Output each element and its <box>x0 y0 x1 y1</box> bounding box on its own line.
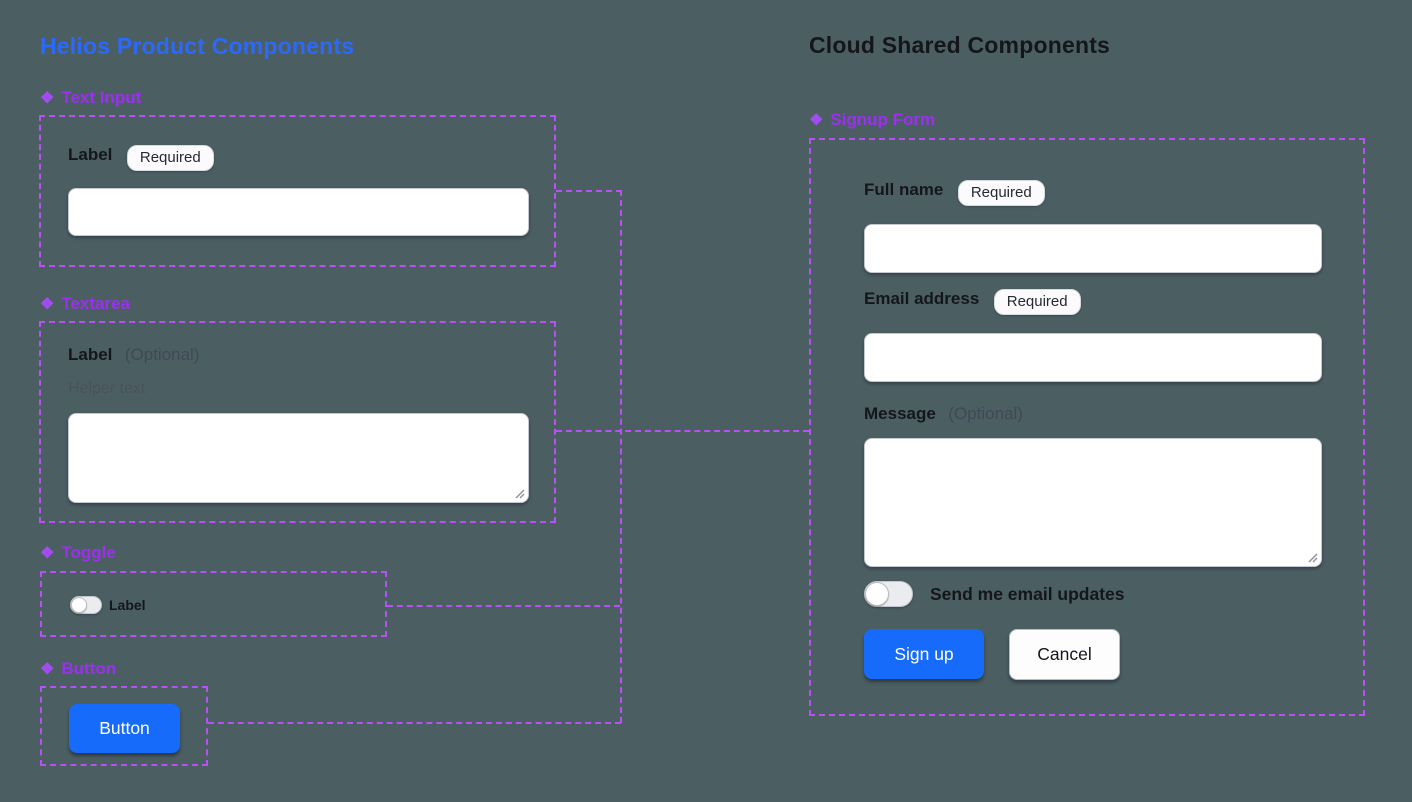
textarea-component-outline: Label (Optional) Helper text <box>39 321 556 523</box>
required-badge: Required <box>957 180 1045 206</box>
component-label-text: Textarea <box>61 294 131 313</box>
component-label-text-input[interactable]: ❖ Text Input <box>40 88 141 108</box>
textarea-field[interactable] <box>68 413 529 503</box>
component-label-text: Signup Form <box>830 110 936 129</box>
connector-button <box>208 722 621 724</box>
component-icon: ❖ <box>40 296 55 313</box>
button-component-outline: Button <box>40 686 208 766</box>
optional-hint: (Optional) <box>948 404 1023 423</box>
helper-text: Helper text <box>68 380 146 397</box>
text-input-component-outline: Label Required <box>39 115 556 267</box>
text-input-label: Label <box>68 145 113 164</box>
textarea-label: Label <box>68 345 113 364</box>
toggle-knob <box>71 597 87 613</box>
email-input[interactable] <box>864 333 1322 382</box>
signup-form-outline: Full name Required Email address Require… <box>809 138 1365 716</box>
message-label: Message <box>864 404 936 423</box>
component-label-text: Text Input <box>61 88 142 107</box>
component-label-toggle[interactable]: ❖ Toggle <box>40 543 116 563</box>
right-section-title: Cloud Shared Components <box>809 32 1111 58</box>
full-name-label: Full name <box>864 180 944 199</box>
component-label-text: Button <box>61 659 117 678</box>
toggle-label: Label <box>109 597 146 613</box>
left-section-title: Helios Product Components <box>40 33 355 59</box>
sign-up-button[interactable]: Sign up <box>864 629 984 679</box>
full-name-input[interactable] <box>864 224 1322 273</box>
connector-toggle <box>387 605 620 607</box>
text-input-field[interactable] <box>68 188 529 236</box>
email-label: Email address <box>864 289 980 308</box>
component-label-textarea[interactable]: ❖ Textarea <box>40 294 130 314</box>
email-updates-toggle[interactable] <box>864 581 913 607</box>
email-updates-label: Send me email updates <box>930 584 1125 604</box>
component-icon: ❖ <box>809 112 824 129</box>
required-badge: Required <box>126 145 214 171</box>
toggle-switch[interactable] <box>70 596 102 614</box>
component-icon: ❖ <box>40 661 55 678</box>
toggle-knob <box>865 582 889 606</box>
component-icon: ❖ <box>40 545 55 562</box>
component-label-button[interactable]: ❖ Button <box>40 659 116 679</box>
message-textarea[interactable] <box>864 438 1322 567</box>
optional-hint: (Optional) <box>124 345 200 364</box>
required-badge: Required <box>993 289 1081 315</box>
toggle-component-outline: Label <box>40 571 387 637</box>
connector-text-input <box>556 190 622 192</box>
component-icon: ❖ <box>40 90 55 107</box>
sample-button[interactable]: Button <box>69 704 180 753</box>
component-label-text: Toggle <box>61 543 116 562</box>
connector-trunk <box>620 190 622 723</box>
component-label-signup-form[interactable]: ❖ Signup Form <box>809 110 935 130</box>
connector-textarea <box>556 430 809 432</box>
cancel-button[interactable]: Cancel <box>1009 629 1120 680</box>
